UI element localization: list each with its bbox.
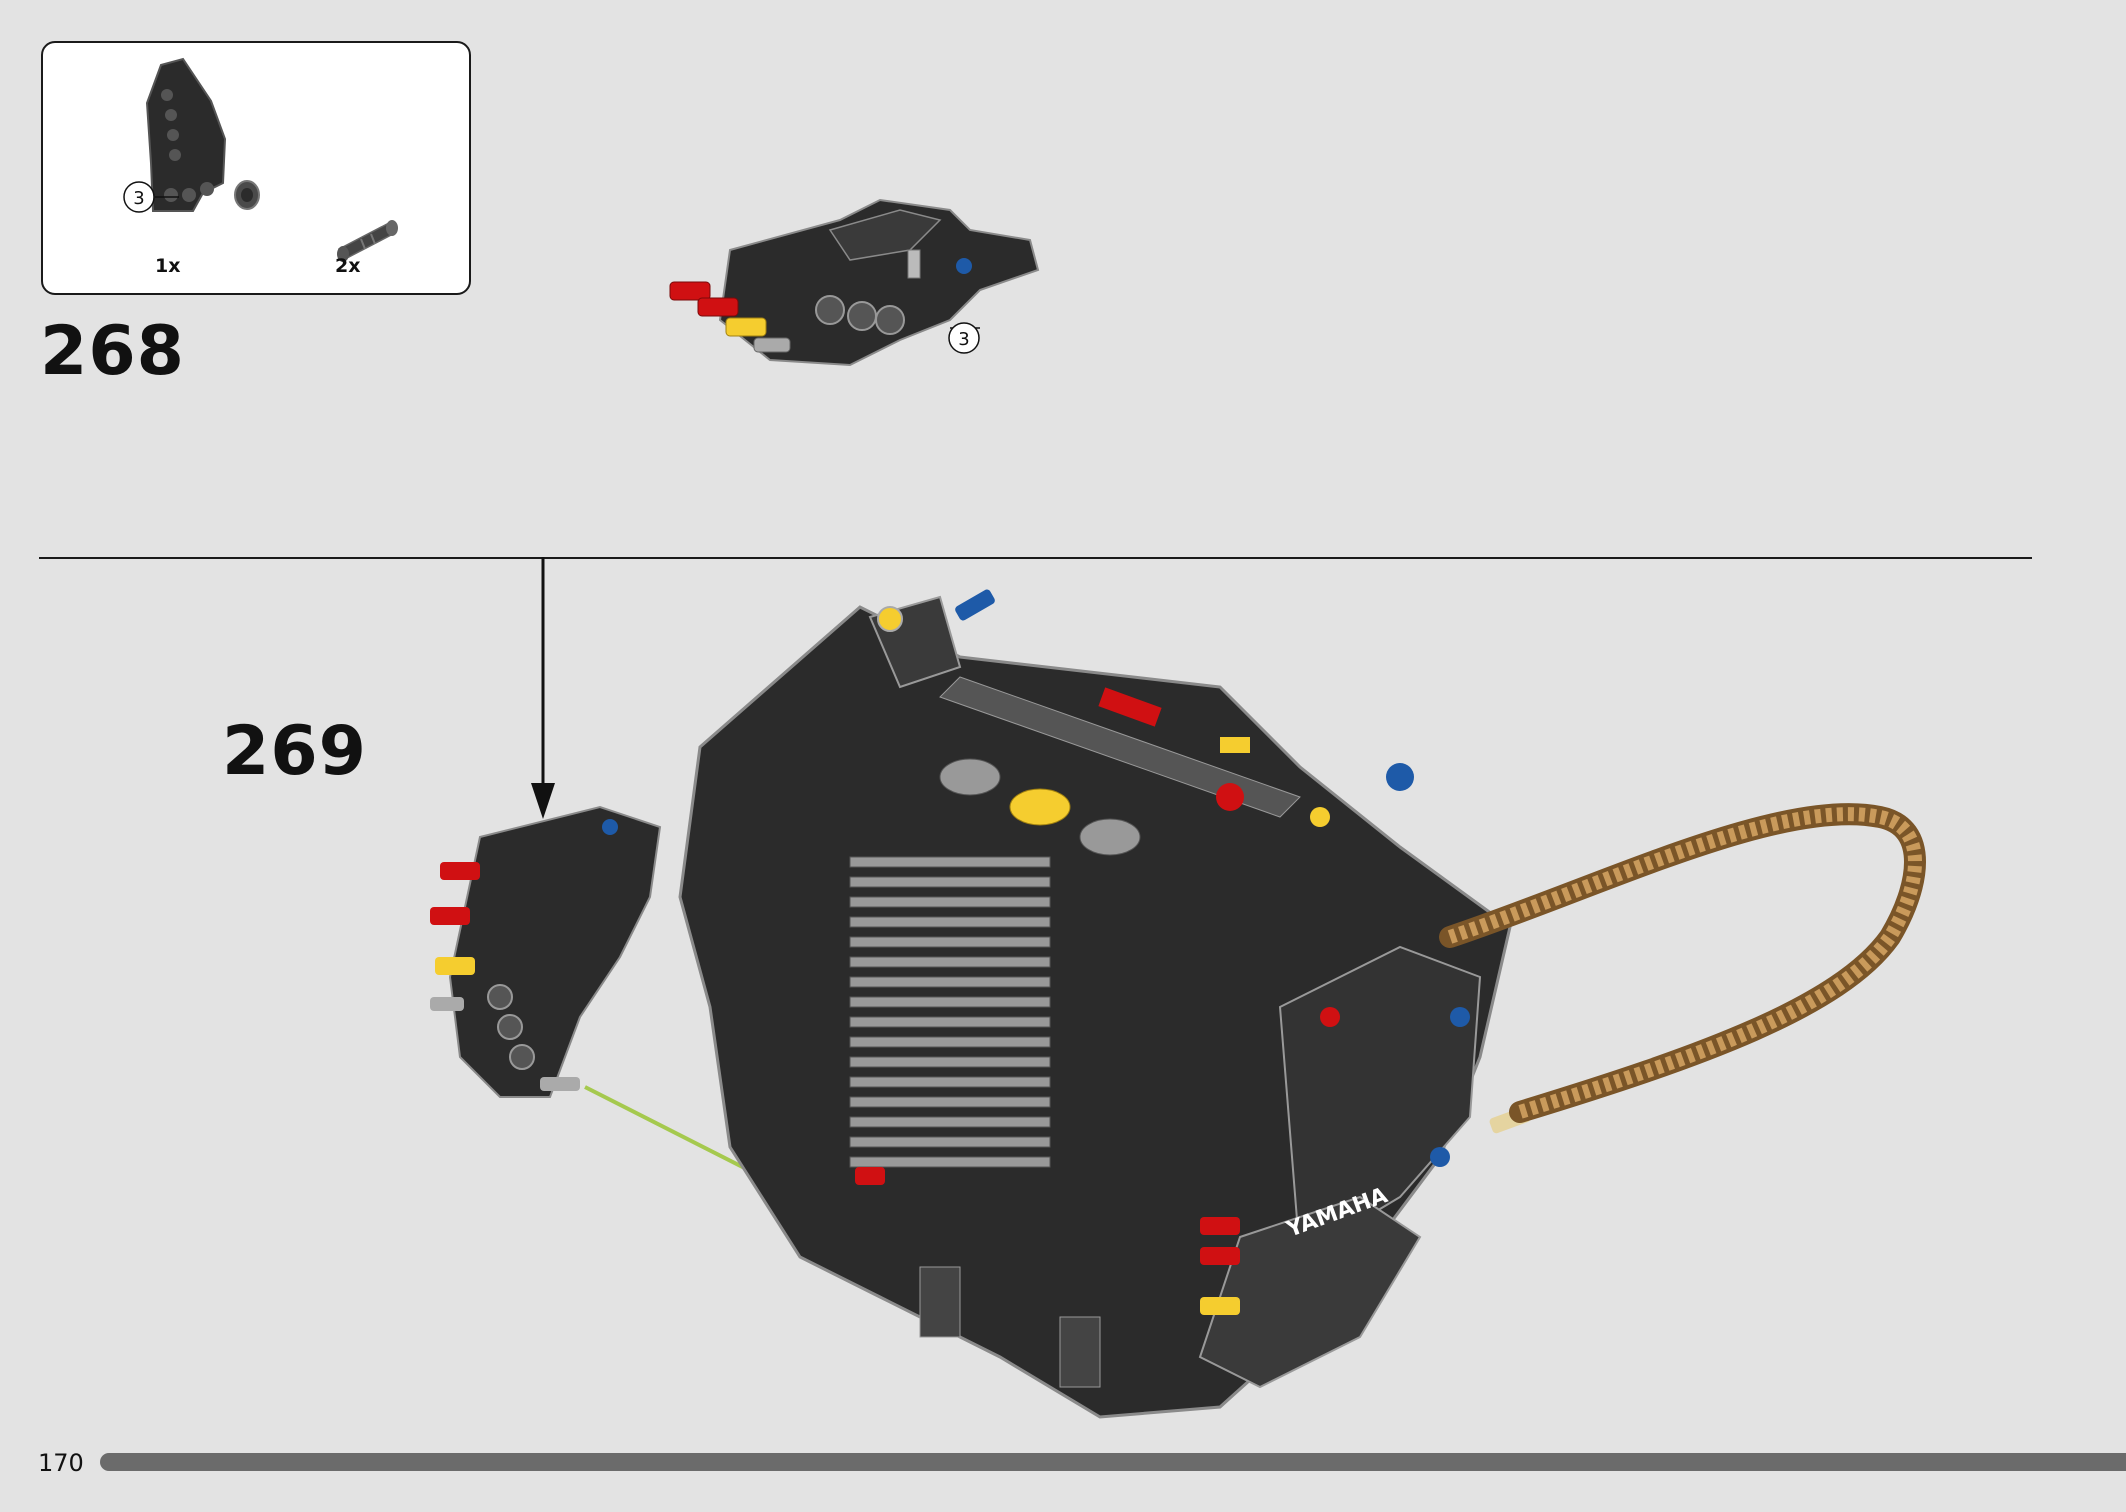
chassis-assembly <box>678 589 1531 1419</box>
step-269-assembly-art: YAMAHA <box>430 557 1926 1419</box>
step-divider <box>39 557 2032 559</box>
page-number: 170 <box>38 1449 84 1477</box>
callout-marker-icon: 3 <box>948 322 980 354</box>
parts-list-art: 3 <box>123 57 398 262</box>
callout-number: 3 <box>958 329 969 350</box>
progress-bar <box>100 1453 2126 1471</box>
callout-marker-icon: 3 <box>123 181 179 213</box>
part-quantity: 1x <box>155 255 181 277</box>
parts-list-box: 3 1x 2x <box>41 41 471 295</box>
part-quantity: 2x <box>335 255 361 277</box>
down-arrow-icon <box>531 557 555 819</box>
callout-number: 3 <box>133 188 144 209</box>
step-number-269: 269 <box>222 712 367 791</box>
curved-panel-part-icon <box>145 57 260 212</box>
chain-assembly <box>1439 803 1926 1123</box>
axle-connector-part-icon <box>337 220 398 262</box>
step-number-268: 268 <box>40 312 185 391</box>
subassembly-part <box>430 805 662 1098</box>
progress-bar-fill <box>100 1453 2126 1471</box>
step-268-subassembly-art: 3 <box>669 198 1040 367</box>
